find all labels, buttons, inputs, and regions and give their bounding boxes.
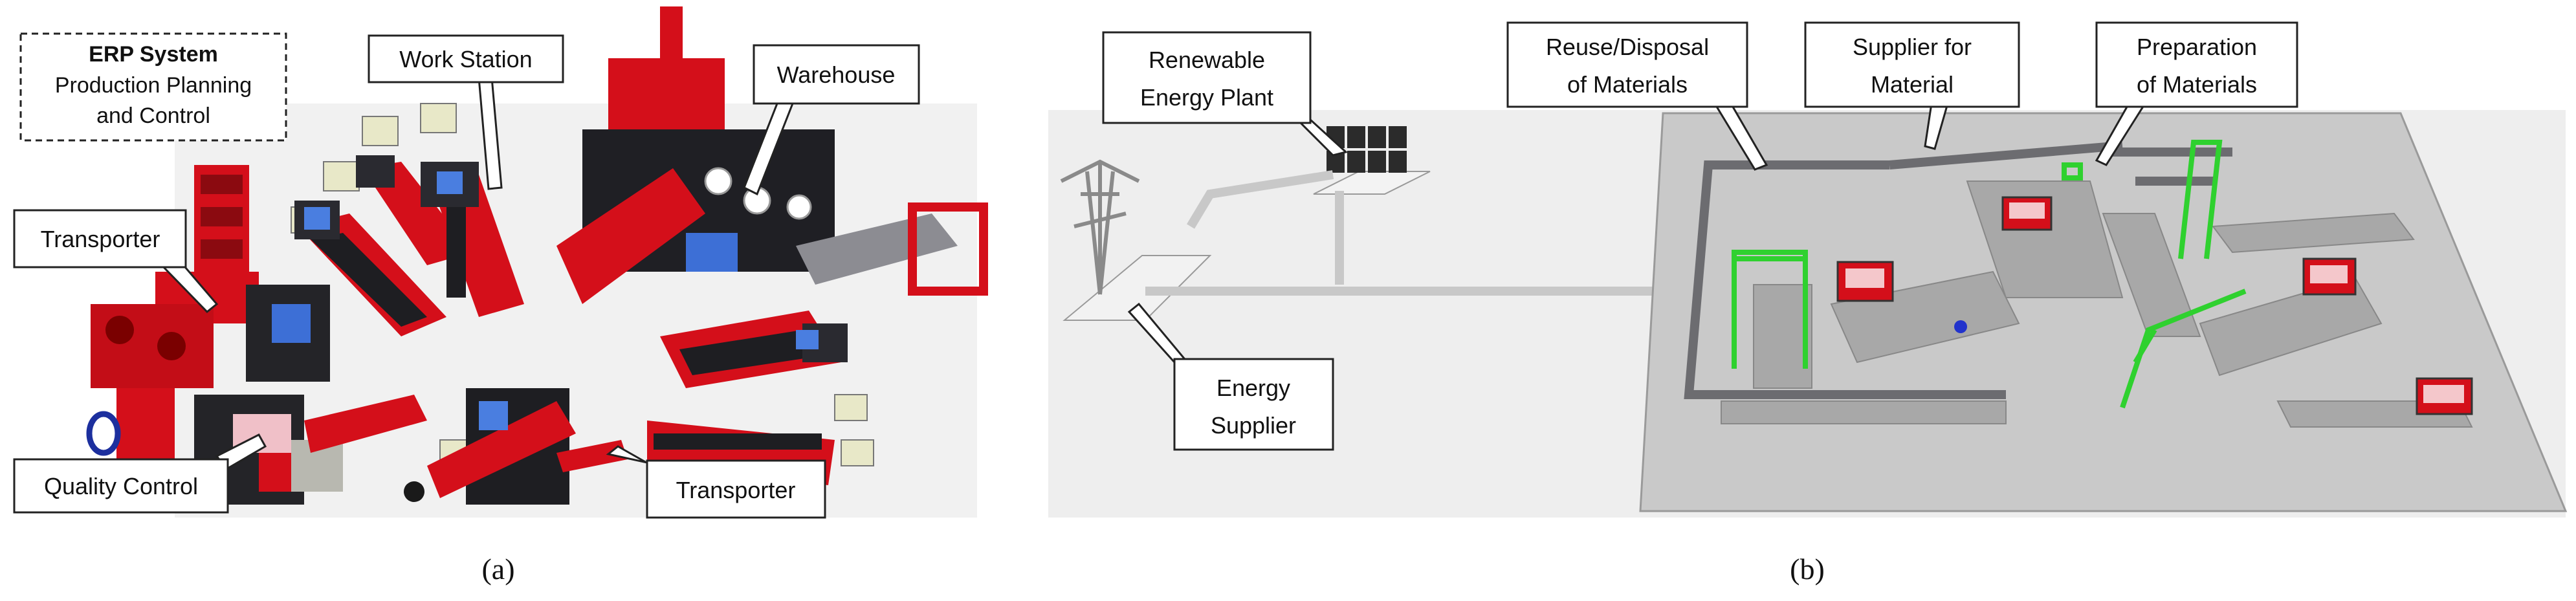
- caption-panel-a: (a): [481, 552, 514, 585]
- erp-title: ERP System: [89, 42, 218, 67]
- green-cranes: [1732, 140, 2247, 409]
- label-work-station: Work Station: [399, 46, 532, 72]
- callout-work-station: Work Station: [368, 34, 564, 190]
- panel-b-render: [1048, 110, 2568, 518]
- callout-renewable-energy-plant: Renewable Energy Plant: [1102, 31, 1349, 157]
- label-quality-control: Quality Control: [44, 473, 198, 499]
- label-transporter-left: Transporter: [41, 226, 160, 252]
- callout-transporter-bottom: Transporter: [606, 445, 826, 519]
- callout-energy-supplier: Energy Supplier: [1127, 302, 1334, 451]
- caption-panel-b: (b): [1790, 552, 1825, 585]
- label-renewable-1: Renewable: [1149, 47, 1265, 73]
- red-machines: [1836, 196, 2473, 415]
- transporter-left-machine: [86, 165, 330, 466]
- label-prep-1: Preparation: [2137, 34, 2257, 60]
- callout-quality-control: Quality Control: [13, 433, 267, 514]
- label-energy-1: Energy: [1216, 375, 1290, 401]
- callout-warehouse: Warehouse: [743, 44, 920, 196]
- label-supplier-1: Supplier for: [1853, 34, 1972, 60]
- label-renewable-2: Energy Plant: [1140, 84, 1273, 111]
- warehouse-machine: [556, 6, 988, 304]
- label-supplier-2: Material: [1871, 71, 1954, 98]
- callout-preparation-of-materials: Preparation of Materials: [2095, 21, 2298, 166]
- work-station-machines: [294, 155, 524, 336]
- callout-transporter-left: Transporter: [13, 209, 219, 314]
- label-reuse-1: Reuse/Disposal: [1546, 34, 1709, 60]
- label-transporter-bottom: Transporter: [676, 477, 796, 503]
- callout-reuse-disposal: Reuse/Disposal of Materials: [1506, 21, 1768, 171]
- label-energy-2: Supplier: [1211, 412, 1296, 439]
- label-warehouse: Warehouse: [777, 61, 896, 88]
- erp-line2: and Control: [96, 104, 210, 128]
- label-prep-2: of Materials: [2137, 71, 2257, 98]
- label-reuse-2: of Materials: [1567, 71, 1688, 98]
- callout-supplier-for-material: Supplier for Material: [1804, 21, 2020, 150]
- erp-system-box: ERP System Production Planning and Contr…: [19, 32, 287, 142]
- erp-line1: Production Planning: [55, 73, 252, 98]
- conveyor-track: [1684, 141, 2232, 399]
